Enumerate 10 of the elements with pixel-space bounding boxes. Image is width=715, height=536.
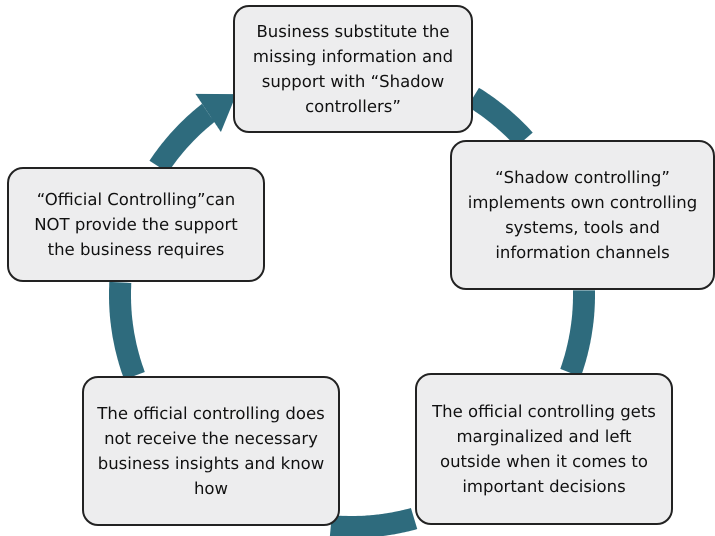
text-box	[7, 167, 265, 282]
box-text: Business substitute the missing information and support with “Shadow controllers”	[252, 21, 454, 118]
box-text: The official controlling does not receive the necessary business insights and know how	[96, 403, 326, 500]
box-text: “Shadow controlling” implements own controlling systems, tools and information channels	[466, 167, 698, 264]
box-text: The official controlling gets marginalized and left outside when it comes to important decisions	[431, 401, 657, 498]
text-box	[82, 376, 340, 526]
text-box	[415, 373, 673, 525]
text-box	[450, 140, 715, 290]
box-text: “Official Controlling”can NOT provide the support the business requires	[33, 189, 239, 261]
text-box	[233, 5, 473, 133]
